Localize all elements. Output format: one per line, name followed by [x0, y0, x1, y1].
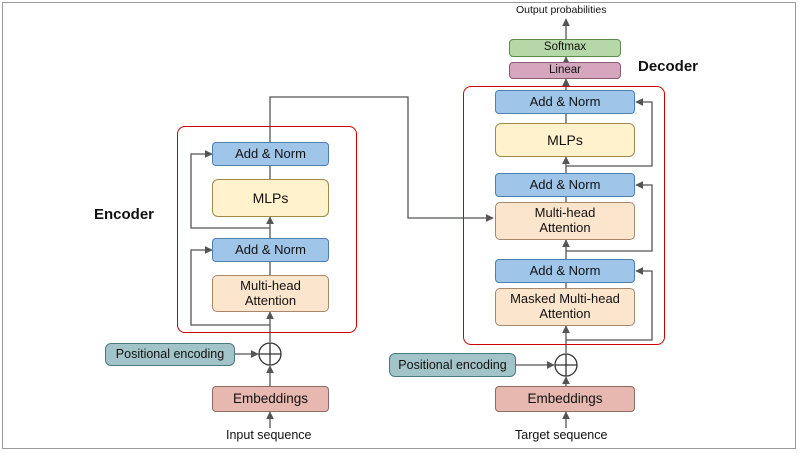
target-sequence-label: Target sequence — [515, 428, 608, 442]
decoder-positional-encoding: Positional encoding — [389, 353, 516, 377]
dec-residual-2-arrow — [566, 181, 653, 252]
encoder-positional-encoding: Positional encoding — [105, 343, 235, 366]
enc-residual-2-arrow — [190, 150, 270, 229]
circle-plus-icon — [258, 342, 282, 366]
encoder-add-norm-top: Add & Norm — [212, 142, 329, 166]
dec-residual-3-arrow — [566, 98, 653, 167]
decoder-title: Decoder — [638, 58, 699, 75]
decoder-block-frame — [463, 86, 665, 345]
input-sequence-label: Input sequence — [226, 428, 312, 442]
decoder-mlps: MLPs — [495, 123, 635, 157]
enc-residual-1-arrow — [190, 246, 270, 326]
diagram-frame — [2, 2, 796, 449]
decoder-add-norm-bottom: Add & Norm — [495, 259, 635, 283]
enc-to-dec-arrow — [269, 96, 494, 222]
output-probabilities-label: Output probabilities — [516, 4, 607, 16]
softmax-layer: Softmax — [509, 39, 621, 57]
decoder-add-norm-mid: Add & Norm — [495, 173, 635, 197]
decoder-add-norm-top: Add & Norm — [495, 90, 635, 114]
decoder-masked-multi-head-attention: Masked Multi-head Attention — [495, 288, 635, 326]
decoder-embeddings: Embeddings — [495, 386, 635, 412]
decoder-multi-head-attention: Multi-head Attention — [495, 202, 635, 240]
linear-layer: Linear — [509, 62, 621, 79]
encoder-mlps: MLPs — [212, 179, 329, 217]
encoder-block-frame — [177, 126, 357, 333]
circle-plus-icon — [554, 353, 578, 377]
encoder-multi-head-attention: Multi-head Attention — [212, 275, 329, 312]
encoder-add-norm-bottom: Add & Norm — [212, 238, 329, 262]
encoder-embeddings: Embeddings — [212, 386, 329, 412]
encoder-title: Encoder — [94, 206, 155, 223]
dec-residual-1-arrow — [566, 267, 653, 341]
